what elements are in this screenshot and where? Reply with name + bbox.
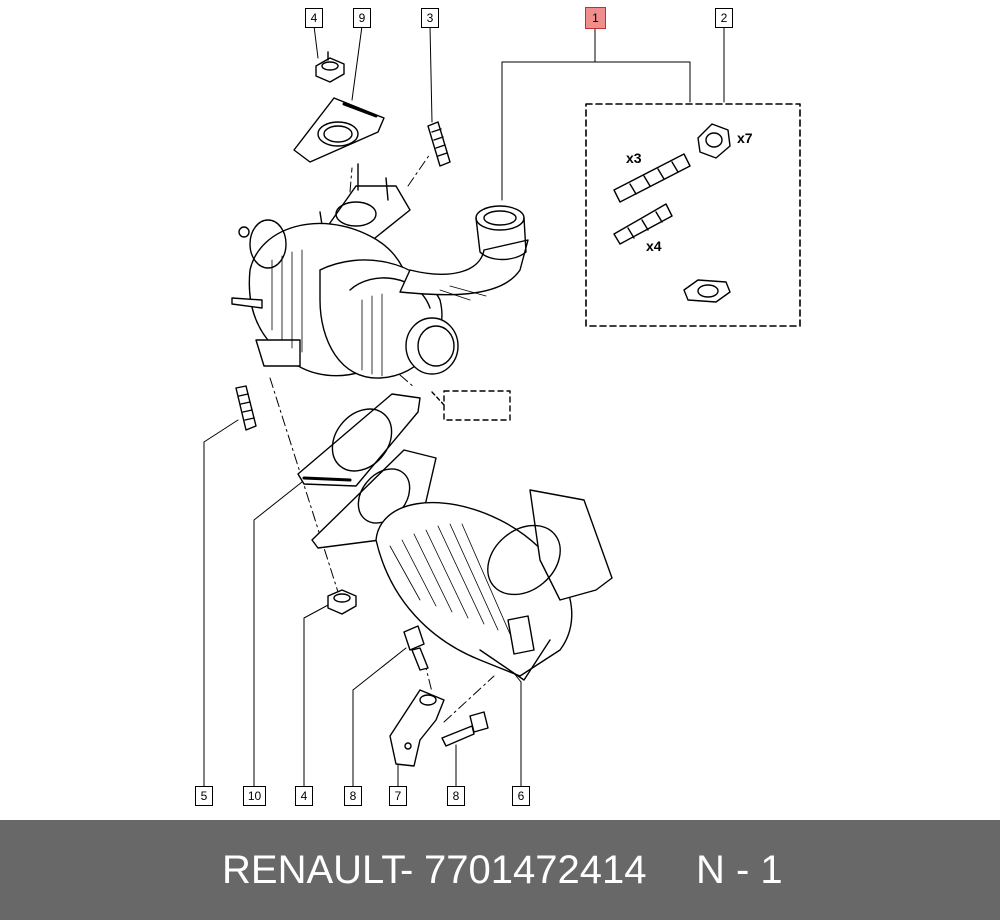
callout-6: 6 — [512, 786, 530, 806]
callout-9: 9 — [353, 8, 371, 28]
flange-gasket-part-9 — [293, 97, 385, 163]
callout-2: 2 — [715, 8, 733, 28]
callout-3: 3 — [421, 8, 439, 28]
qty-short-studs: x4 — [646, 238, 662, 254]
callout-8-left: 8 — [344, 786, 362, 806]
bolt-part-8-upper — [403, 625, 429, 671]
page-indicator: N - 1 — [696, 848, 783, 892]
turbocharger-part-1 — [231, 205, 529, 379]
qty-nuts: x7 — [737, 130, 753, 146]
footer-separator: - — [400, 848, 414, 892]
callout-5: 5 — [195, 786, 213, 806]
kit-long-stud — [613, 153, 691, 203]
bolt-part-8-lower — [441, 711, 489, 747]
stud-part-5 — [235, 385, 257, 431]
kit-nut — [697, 123, 731, 159]
exploded-parts-diagram: 4 9 3 1 2 5 10 4 8 7 8 6 x3 x4 x7 — [195, 7, 801, 806]
callout-8-right: 8 — [447, 786, 465, 806]
diagram-drawing — [203, 25, 801, 787]
top-nut-part-4 — [315, 51, 345, 83]
bracket-part-7 — [389, 689, 445, 767]
callout-7: 7 — [389, 786, 407, 806]
kit-gasket — [683, 279, 731, 303]
callout-4-top: 4 — [305, 8, 323, 28]
kit-short-stud — [613, 203, 673, 245]
callout-1-highlighted: 1 — [585, 7, 606, 29]
callout-10: 10 — [243, 786, 266, 806]
kit-box — [585, 103, 801, 327]
callout-4-bottom: 4 — [295, 786, 313, 806]
qty-long-studs: x3 — [626, 150, 642, 166]
brand-name: RENAULT — [222, 848, 406, 892]
top-leader-lines — [313, 25, 725, 201]
bottom-nut-part-4 — [327, 589, 357, 615]
stud-part-3 — [427, 121, 451, 167]
catalytic-converter-part-6 — [311, 449, 613, 681]
part-number: 7701472414 — [424, 848, 647, 892]
gasket-part-10 — [297, 393, 421, 487]
footer-bar: RENAULT - 7701472414 N - 1 — [0, 820, 1000, 920]
outlet-placeholder-box — [443, 390, 511, 421]
